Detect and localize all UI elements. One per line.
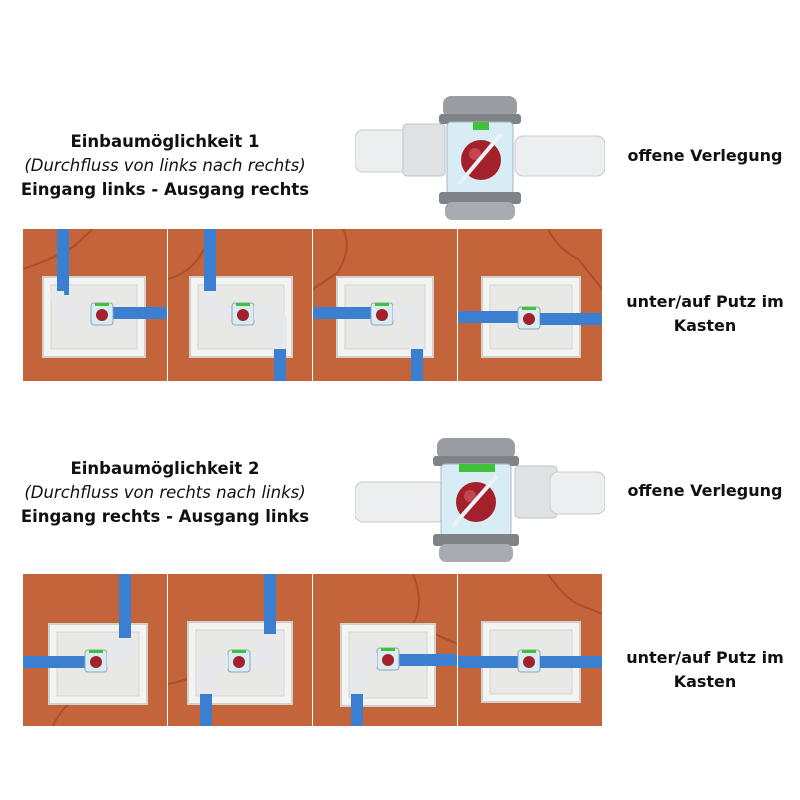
section-2-box-label: unter/auf Putz im Kasten bbox=[610, 646, 800, 694]
install-variant-2-3 bbox=[313, 574, 457, 726]
section-2-heading: Einbaumöglichkeit 2 (Durchfluss von rech… bbox=[0, 457, 330, 529]
section-1-io: Eingang links - Ausgang rechts bbox=[20, 180, 310, 199]
section-2-box-label-line2: Kasten bbox=[673, 672, 737, 691]
section-2-box-label-line1: unter/auf Putz im bbox=[626, 648, 784, 667]
section-1-heading: Einbaumöglichkeit 1 (Durchfluss von link… bbox=[0, 130, 330, 202]
section-2-open-label: offene Verlegung bbox=[627, 481, 783, 500]
section-1-box-label: unter/auf Putz im Kasten bbox=[610, 290, 800, 338]
section-1-box-label-line1: unter/auf Putz im bbox=[626, 292, 784, 311]
install-variant-1-2 bbox=[168, 229, 312, 381]
install-variant-2-1 bbox=[23, 574, 167, 726]
product-image-2 bbox=[355, 438, 605, 562]
section-1-box-label-line2: Kasten bbox=[673, 316, 737, 335]
section-2-io: Eingang rechts - Ausgang links bbox=[20, 507, 310, 526]
install-variant-1-4 bbox=[458, 229, 602, 381]
install-variant-2-2 bbox=[168, 574, 312, 726]
install-variant-1-3 bbox=[313, 229, 457, 381]
section-1-open-label: offene Verlegung bbox=[627, 146, 783, 165]
product-image-1 bbox=[355, 96, 605, 220]
section-2-title: Einbaumöglichkeit 2 bbox=[70, 459, 260, 478]
install-variant-2-4 bbox=[458, 574, 602, 726]
section-1-title: Einbaumöglichkeit 1 bbox=[70, 132, 260, 151]
install-variant-1-1 bbox=[23, 229, 167, 381]
section-2-subtitle: (Durchfluss von rechts nach links) bbox=[24, 483, 306, 502]
section-1-subtitle: (Durchfluss von links nach rechts) bbox=[24, 156, 306, 175]
